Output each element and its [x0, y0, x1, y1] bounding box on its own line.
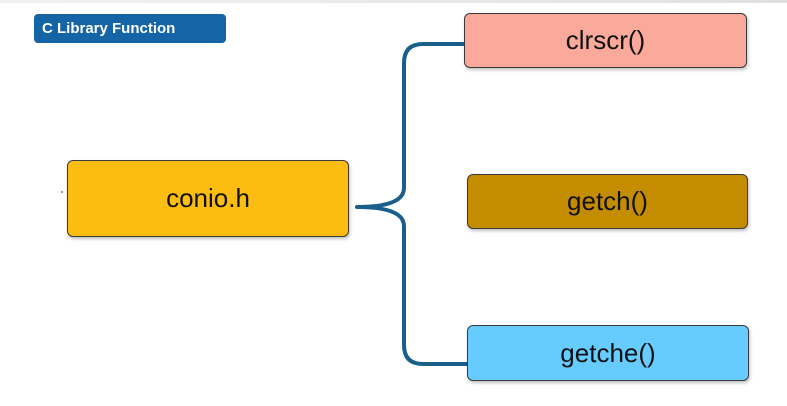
- top-divider: [0, 0, 787, 3]
- child-node-getch: getch(): [467, 174, 748, 229]
- child-node-getche: getche(): [467, 325, 749, 381]
- child-node-clrscr: clrscr(): [464, 13, 747, 68]
- child-node-label: getch(): [567, 186, 648, 216]
- child-node-label: getche(): [560, 337, 656, 368]
- brace-path: [355, 42, 468, 366]
- slide-title: C Library Function: [34, 14, 226, 43]
- root-node: conio.h: [67, 160, 349, 237]
- child-node-label: clrscr(): [565, 25, 646, 55]
- root-node-label: conio.h: [166, 183, 250, 213]
- stray-dot: [61, 191, 63, 193]
